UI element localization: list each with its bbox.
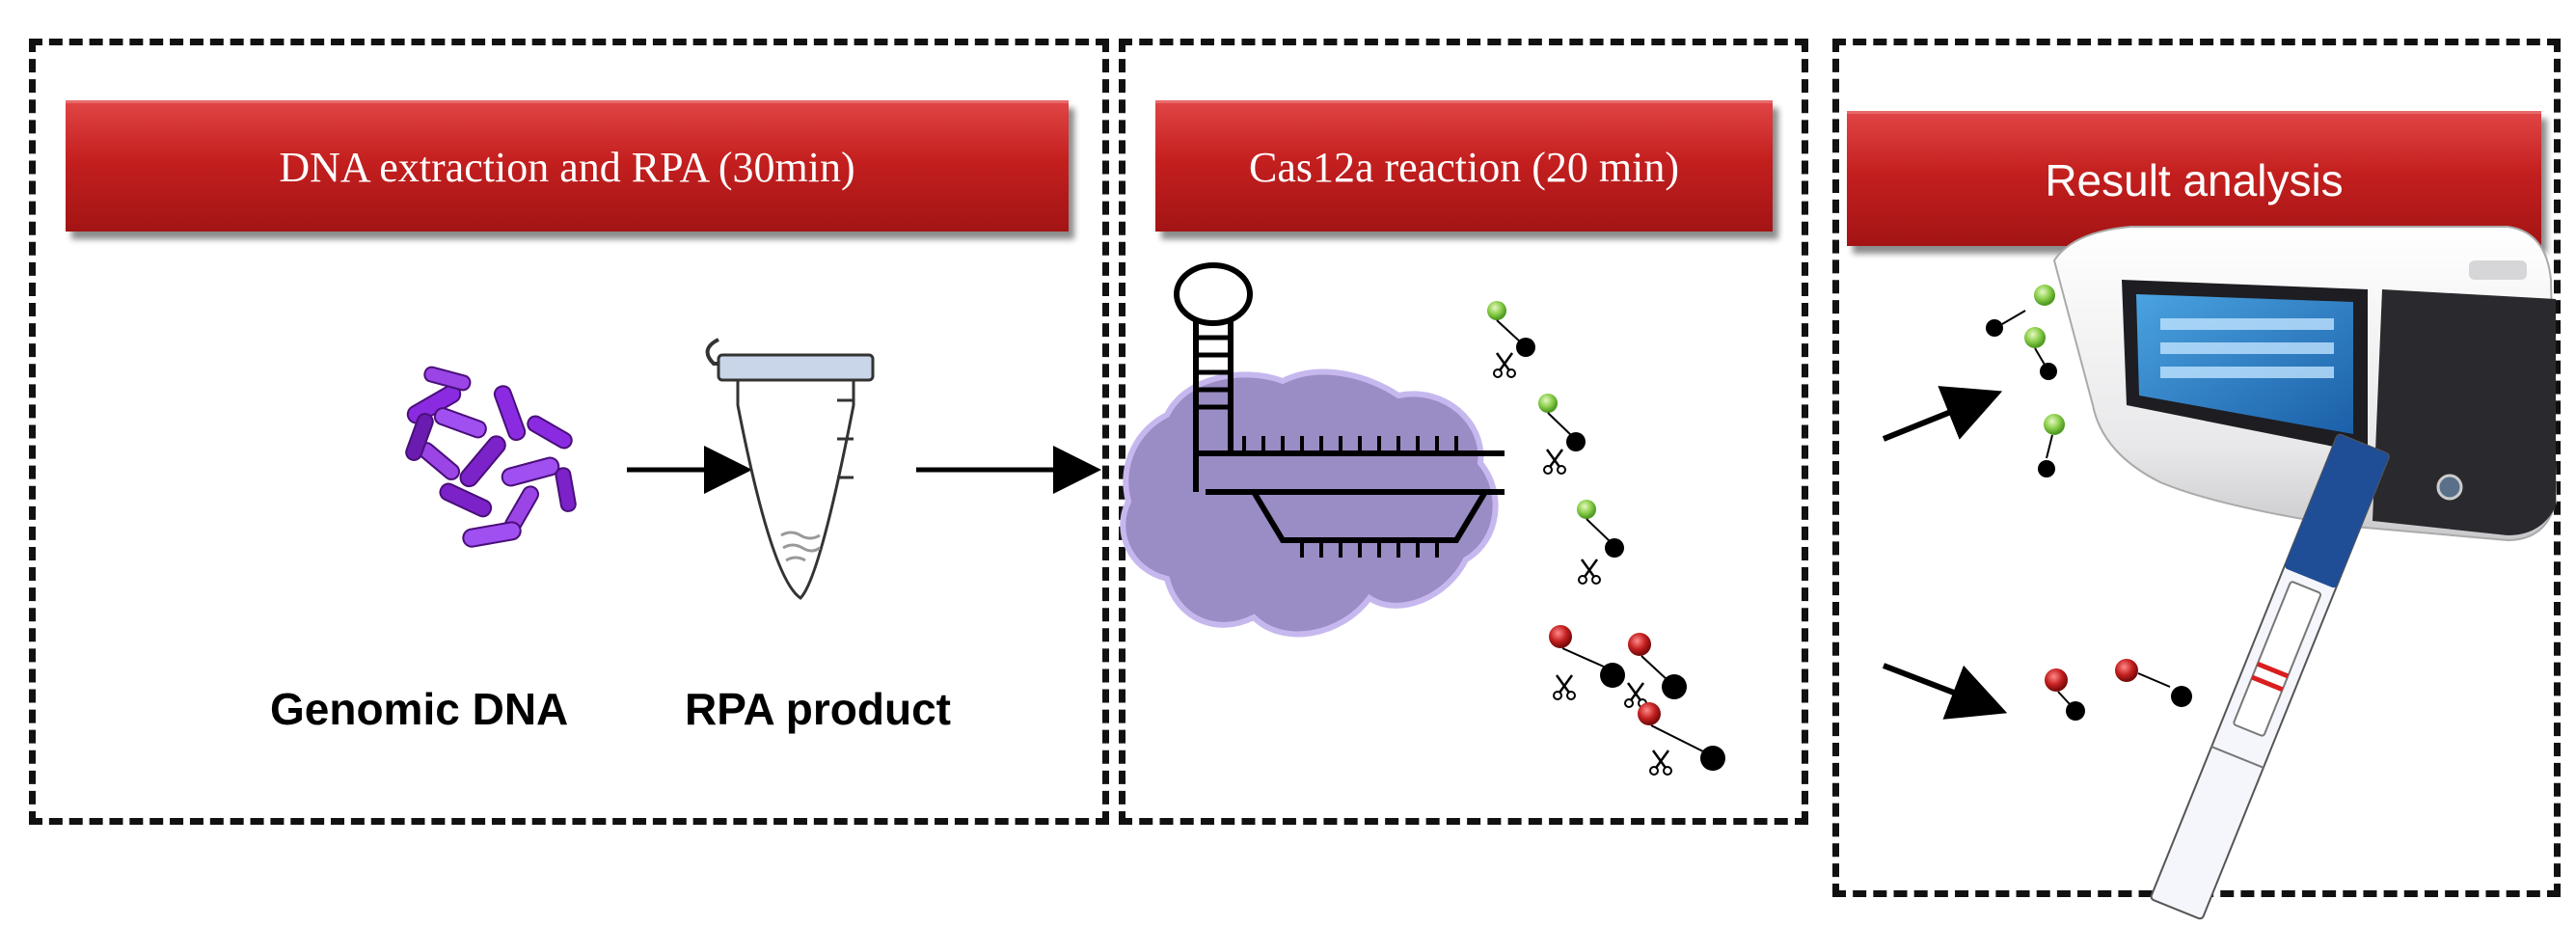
test-strip-icon: [2150, 433, 2390, 920]
step-title-cas12a: Cas12a reaction (20 min): [1249, 144, 1679, 191]
bacteria-icon: [405, 366, 577, 548]
strip-reporters: [2045, 659, 2192, 721]
step-banner-result: Result analysis: [1847, 111, 2541, 246]
scissors-icon: [1492, 351, 1517, 379]
fluorometer-icon: [2052, 226, 2558, 542]
arrow-to-fluorometer: [1882, 386, 2003, 442]
scissors-icon: [1542, 448, 1567, 476]
step-banner-extraction: DNA extraction and RPA (30min): [66, 100, 1069, 232]
rpa-product-label: RPA product: [685, 684, 951, 734]
step-banner-cas12a: Cas12a reaction (20 min): [1155, 100, 1773, 232]
reporter-red-2: [1628, 633, 1687, 699]
reporter-red-1: [1549, 625, 1625, 688]
step-title-result: Result analysis: [2045, 154, 2344, 205]
reporter-green-3: [1577, 500, 1624, 558]
reporter-green-2: [1538, 394, 1586, 451]
panel-extraction: [29, 39, 1109, 825]
scissors-icon: [1552, 673, 1577, 701]
scissors-icon: [1648, 749, 1673, 777]
step-title-extraction: DNA extraction and RPA (30min): [279, 144, 855, 191]
cas12a-icon: [1120, 262, 1505, 638]
genomic-dna-label: Genomic DNA: [270, 684, 569, 734]
arrow-to-strip: [1882, 663, 2008, 720]
reporter-molecules: [1487, 301, 1725, 777]
scissors-icon: [1623, 681, 1648, 709]
reporter-green-1: [1487, 301, 1535, 357]
fluorescent-reporters: [1986, 285, 2065, 477]
reporter-red-3: [1638, 702, 1725, 771]
tube-icon: [705, 338, 875, 600]
scissors-icon: [1577, 558, 1602, 586]
panel-cas12a: [1119, 39, 1808, 825]
